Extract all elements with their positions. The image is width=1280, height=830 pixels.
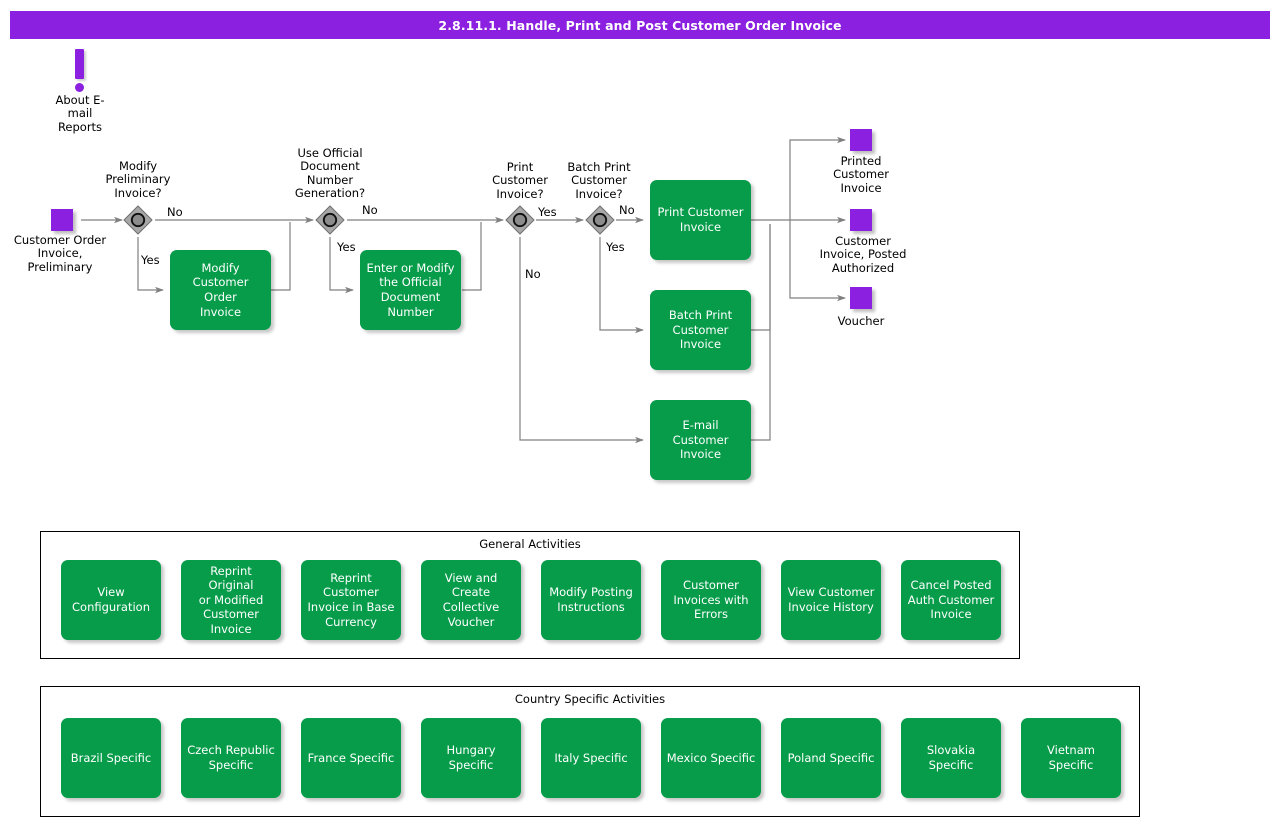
exclamation-dot-icon [75,83,84,92]
decision-label-batch-print-customer-invoice: Batch Print Customer Invoice? [567,160,631,201]
activity-customer-invoices-with-errors[interactable]: Customer Invoices with Errors [661,560,761,640]
activity-poland-specific[interactable]: Poland Specific [781,718,881,798]
decision-label-modify-preliminary-invoice: Modify Preliminary Invoice? [105,159,171,200]
process-enter-or-modify-official-document-number[interactable]: Enter or Modify the Official Document Nu… [360,250,461,330]
activity-slovakia-specific[interactable]: Slovakia Specific [901,718,1001,798]
activity-france-specific[interactable]: France Specific [301,718,401,798]
activity-vietnam-specific[interactable]: Vietnam Specific [1021,718,1121,798]
decision-batch-print-customer-invoice[interactable] [584,204,616,236]
decision-print-customer-invoice[interactable] [504,204,536,236]
activity-hungary-specific[interactable]: Hungary Specific [421,718,521,798]
edge-label-batch-print-no: No [619,203,635,217]
activity-view-customer-invoice-history[interactable]: View Customer Invoice History [781,560,881,640]
edge-label-modify-preliminary-yes: Yes [141,253,160,267]
panel-title-general-activities: General Activities [479,537,581,551]
endpoint-label-voucher: Voucher [837,314,885,328]
process-batch-print-customer-invoice[interactable]: Batch Print Customer Invoice [650,290,751,370]
activity-reprint-original-or-modified-customer-invoice[interactable]: Reprint Original or Modified Customer In… [181,560,281,640]
activity-modify-posting-instructions[interactable]: Modify Posting Instructions [541,560,641,640]
endpoint-label-printed-customer-invoice: Printed Customer Invoice [833,154,889,195]
decision-label-use-official-document-number-generation: Use Official Document Number Generation? [294,146,366,201]
activity-czech-republic-specific[interactable]: Czech Republic Specific [181,718,281,798]
start-endpoint-label: Customer Order Invoice, Preliminary [13,233,107,274]
panel-title-country-specific-activities: Country Specific Activities [514,692,666,706]
decision-modify-preliminary-invoice[interactable] [122,204,154,236]
start-endpoint-icon[interactable] [51,209,73,231]
edge-label-print-invoice-no: No [525,267,541,281]
decision-use-official-document-number-generation[interactable] [314,204,346,236]
edge-label-official-doc-yes: Yes [337,240,356,254]
endpoint-customer-invoice-posted-authorized-icon[interactable] [850,209,872,231]
activity-italy-specific[interactable]: Italy Specific [541,718,641,798]
decision-label-print-customer-invoice: Print Customer Invoice? [492,160,548,201]
edge-label-print-invoice-yes: Yes [538,205,557,219]
process-email-customer-invoice[interactable]: E-mail Customer Invoice [650,400,751,480]
panel-general-activities: General Activities View Configuration Re… [40,531,1020,659]
activity-cancel-posted-auth-customer-invoice[interactable]: Cancel Posted Auth Customer Invoice [901,560,1001,640]
edge-label-official-doc-no: No [362,203,378,217]
page-title: 2.8.11.1. Handle, Print and Post Custome… [10,11,1270,39]
endpoint-printed-customer-invoice-icon[interactable] [850,129,872,151]
activity-mexico-specific[interactable]: Mexico Specific [661,718,761,798]
process-modify-customer-order-invoice[interactable]: Modify Customer Order Invoice [170,250,271,330]
edge-label-batch-print-yes: Yes [606,240,625,254]
activity-view-and-create-collective-voucher[interactable]: View and Create Collective Voucher [421,560,521,640]
activity-view-configuration[interactable]: View Configuration [61,560,161,640]
note-label-about-email-reports: About E- mail Reports [55,93,105,134]
process-print-customer-invoice[interactable]: Print Customer Invoice [650,180,751,260]
exclamation-icon [75,49,84,79]
endpoint-label-customer-invoice-posted-authorized: Customer Invoice, Posted Authorized [819,234,907,275]
activity-brazil-specific[interactable]: Brazil Specific [61,718,161,798]
panel-country-specific-activities: Country Specific Activities Brazil Speci… [40,686,1140,817]
endpoint-voucher-icon[interactable] [850,287,872,309]
activity-reprint-customer-invoice-in-base-currency[interactable]: Reprint Customer Invoice in Base Currenc… [301,560,401,640]
edge-label-modify-preliminary-no: No [167,205,183,219]
